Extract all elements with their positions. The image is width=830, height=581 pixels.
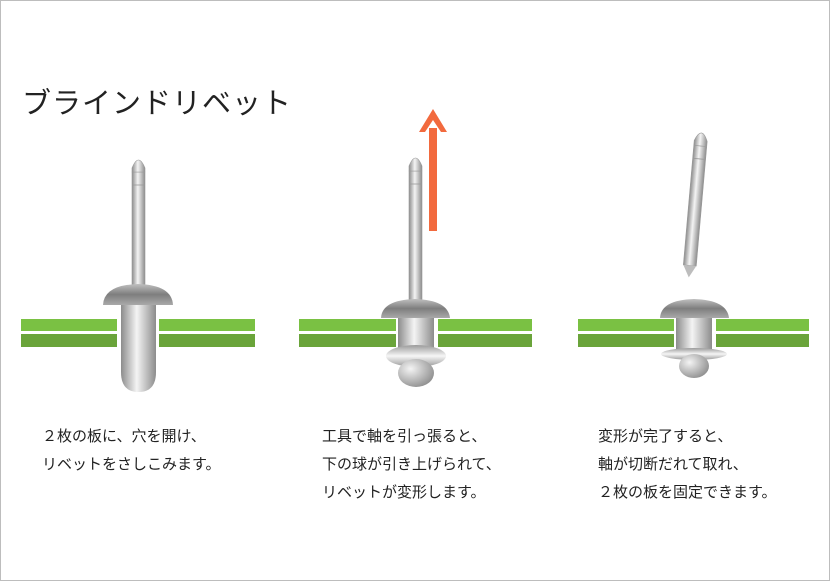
step1-rivet-head [103, 284, 173, 305]
step3-mandrel-tip [693, 132, 708, 147]
step2-caption-line: 工具で軸を引っ張ると、 [322, 427, 487, 445]
step2-illustration [299, 109, 532, 387]
step2-rivet-body [398, 318, 434, 348]
step2-caption: 工具で軸を引っ張ると、 下の球が引き上げられて、 リベットが変形します。 [322, 422, 501, 506]
step3-mandrel-ball [679, 354, 709, 378]
step1-illustration [21, 159, 255, 392]
step2-mandrel [408, 170, 423, 304]
step3-rivet-body [676, 318, 712, 350]
step1-caption-line: ２枚の板に、穴を開け、 [42, 427, 206, 445]
step3-broken-mandrel [682, 145, 708, 267]
step2-caption-line: 下の球が引き上げられて、 [322, 455, 501, 473]
step3-caption-line: 軸が切断だれて取れ、 [598, 455, 748, 473]
step2-mandrel-ball [398, 359, 434, 387]
step3-mandrel-notch [692, 157, 706, 160]
step2-pull-arrow-shaft [429, 128, 437, 231]
step1-caption: ２枚の板に、穴を開け、 リベットをさしこみます。 [42, 422, 221, 478]
step2-pull-arrow-head [419, 109, 447, 132]
step3-illustration [578, 132, 809, 378]
step3-break-end [683, 264, 697, 278]
step3-caption-line: ２枚の板を固定できます。 [598, 483, 777, 501]
step3-caption-line: 変形が完了すると、 [598, 427, 733, 445]
step2-rivet-bulge [386, 345, 446, 367]
step3-caption: 変形が完了すると、 軸が切断だれて取れ、 ２枚の板を固定できます。 [598, 422, 777, 506]
diagram-title: ブラインドリベット [22, 86, 293, 120]
step2-rivet-head [381, 299, 450, 318]
step2-caption-line: リベットが変形します。 [322, 483, 486, 501]
step1-rivet-body [121, 305, 156, 392]
step1-caption-line: リベットをさしこみます。 [42, 455, 221, 473]
step1-mandrel [131, 171, 146, 293]
step1-mandrel-tip [131, 159, 146, 173]
step2-mandrel-tip [408, 157, 423, 172]
step3-rivet-head [660, 299, 729, 318]
